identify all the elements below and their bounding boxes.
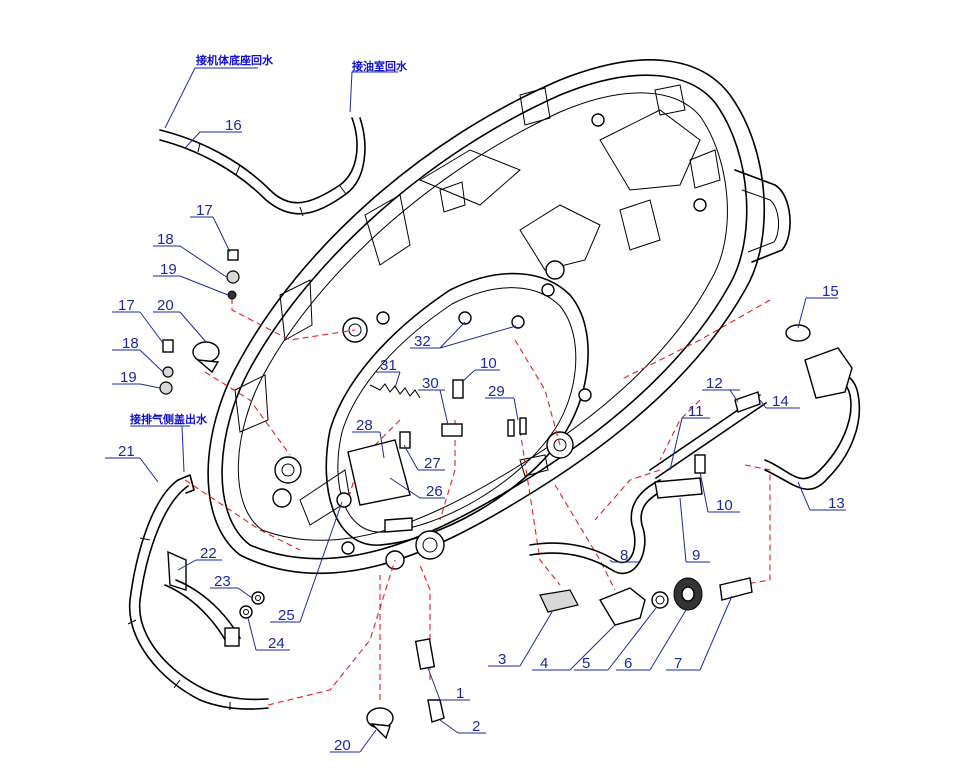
callout-22: 22: [200, 545, 217, 562]
callout-19-upper: 19: [160, 261, 177, 278]
callout-25: 25: [278, 607, 295, 624]
callout-31: 31: [380, 357, 397, 374]
callout-1: 1: [456, 685, 464, 702]
callout-3: 3: [498, 651, 506, 668]
callout-11: 11: [688, 403, 704, 420]
note-base-return-water: 接机体底座回水: [196, 53, 274, 67]
callout-24: 24: [268, 635, 285, 652]
callout-23: 23: [214, 573, 231, 590]
callout-17-left: 17: [118, 297, 135, 314]
leader-lines: [105, 67, 846, 753]
callout-5: 5: [582, 655, 590, 672]
callout-10-right: 10: [716, 497, 733, 514]
callout-4: 4: [540, 655, 548, 672]
callout-27: 27: [424, 455, 441, 472]
note-exhaust-side-cover-outlet: 接排气侧盖出水: [130, 412, 208, 426]
callout-2: 2: [472, 718, 480, 735]
small-parts: [159, 249, 853, 740]
hose-8: [529, 479, 665, 575]
callout-32: 32: [414, 333, 431, 350]
callout-9: 9: [692, 547, 700, 564]
callout-18-upper: 18: [157, 231, 174, 248]
callout-numbers: 16 17 18 19 17 20 18 19 21 22 23 24 25 2…: [118, 117, 845, 754]
callout-28: 28: [356, 417, 373, 434]
callout-30: 30: [422, 375, 439, 392]
annotations: 接机体底座回水 接油室回水 接排气侧盖出水: [130, 53, 408, 426]
callout-7: 7: [674, 655, 682, 672]
hose-21: [127, 474, 269, 710]
callout-26: 26: [426, 483, 443, 500]
callout-13: 13: [828, 495, 845, 512]
callout-20-upper: 20: [157, 297, 174, 314]
callout-15: 15: [822, 283, 839, 300]
callout-14: 14: [772, 393, 789, 410]
note-oil-chamber-return-water: 接油室回水: [352, 59, 408, 73]
callout-17-upper: 17: [196, 202, 213, 219]
callout-6: 6: [624, 655, 632, 672]
callout-8: 8: [620, 547, 628, 564]
callout-29: 29: [488, 383, 505, 400]
callout-16: 16: [225, 117, 242, 134]
assembly-paths: [184, 298, 771, 706]
bottom-cowl-housing: [207, 59, 791, 575]
callout-18-left: 18: [122, 335, 139, 352]
hose-16: [159, 117, 366, 217]
callout-10-center: 10: [480, 355, 497, 372]
callout-12: 12: [706, 375, 723, 392]
callout-21: 21: [118, 443, 135, 460]
callout-19-left: 19: [120, 369, 137, 386]
callout-20-bottom: 20: [334, 737, 351, 754]
